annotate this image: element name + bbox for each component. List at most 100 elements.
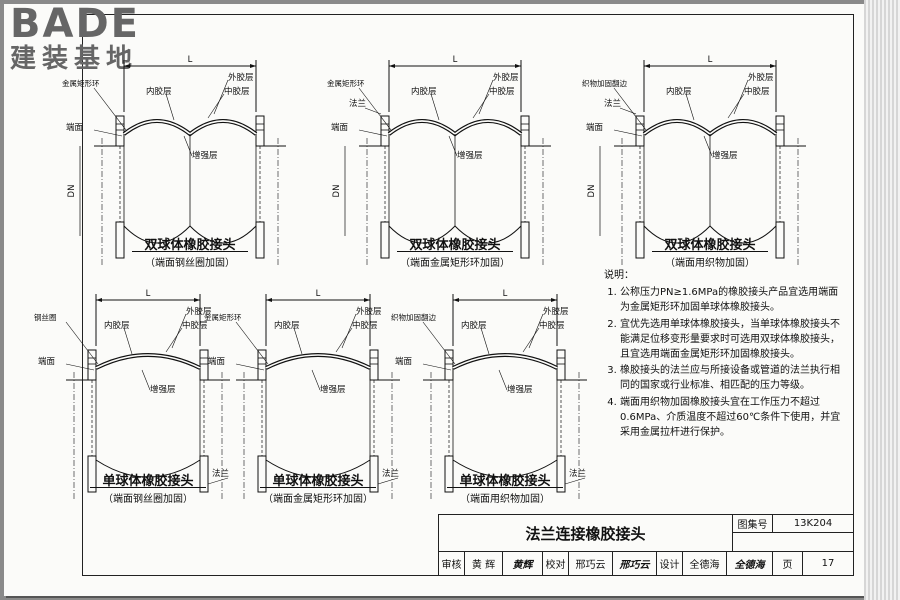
label-outer-layer: 外胶层 — [186, 306, 212, 317]
label-middle-layer: 中胶层 — [539, 320, 565, 331]
page-number: 17 — [821, 558, 835, 569]
label-reinforcement-ring: 金属矩形环 — [62, 78, 100, 88]
label-flange: 法兰 — [569, 468, 586, 479]
label-reinforcement-ring: 金属矩形环 — [204, 312, 242, 322]
label-end-face: 端面 — [586, 122, 604, 133]
label-flange: 法兰 — [212, 468, 229, 479]
design-label: 设计 — [657, 552, 683, 575]
label-outer-layer: 外胶层 — [543, 306, 569, 317]
label-reinforce-layer: 增强层 — [320, 384, 346, 395]
title-underline — [652, 251, 768, 252]
dimension-L: L — [146, 289, 151, 299]
reviewer-signature: 黄辉 — [503, 552, 543, 575]
dimension-L: L — [316, 289, 321, 299]
title-underline — [447, 487, 563, 488]
label-outer-layer: 外胶层 — [228, 72, 254, 83]
label-inner-layer: 内胶层 — [461, 320, 487, 331]
watermark-logo: BADE 建装基地 — [10, 4, 140, 74]
label-reinforce-layer: 增强层 — [192, 150, 218, 161]
atlas-number: 13K204 — [773, 515, 853, 533]
label-reinforcement-ring: 钢丝圈 — [34, 312, 57, 322]
label-flange: 法兰 — [349, 98, 366, 109]
label-reinforcement-ring: 织物加固翻边 — [582, 78, 627, 88]
label-end-face: 端面 — [38, 356, 56, 367]
drawing-title-1: 双球体橡胶接头 — [144, 238, 236, 253]
title-underline — [260, 487, 376, 488]
dimension-L: L — [453, 55, 458, 65]
note-item: 公称压力PN≥1.6MPa的橡胶接头产品宜选用端面为金属矩形环加固单球体橡胶接头… — [620, 285, 844, 315]
dimension-DN: DN — [67, 185, 77, 198]
title-underline — [90, 487, 206, 488]
reviewer-name: 黄 辉 — [465, 552, 503, 575]
title-underline — [397, 251, 513, 252]
label-middle-layer: 中胶层 — [352, 320, 378, 331]
notes-heading: 说明： — [604, 270, 634, 281]
label-reinforcement-ring: 织物加固翻边 — [391, 312, 436, 322]
drawing-subtitle-3: （端面用织物加固） — [665, 258, 755, 269]
logo-text-en: BADE — [10, 1, 140, 47]
drawing-subtitle-1: （端面钢丝圈加固） — [145, 258, 235, 269]
label-reinforce-layer: 增强层 — [150, 384, 176, 395]
label-middle-layer: 中胶层 — [182, 320, 208, 331]
drawing-frame — [82, 14, 854, 576]
label-flange: 法兰 — [382, 468, 399, 479]
drawing-subtitle-2: （端面金属矩形环加固） — [400, 258, 510, 269]
drawing-subtitle-6: （端面用织物加固） — [460, 494, 550, 505]
notes-panel: 说明： 公称压力PN≥1.6MPa的橡胶接头产品宜选用端面为金属矩形环加固单球体… — [604, 268, 844, 441]
title-underline — [132, 251, 248, 252]
label-inner-layer: 内胶层 — [104, 320, 130, 331]
review-label: 审核 — [439, 552, 465, 575]
label-end-face: 端面 — [66, 122, 84, 133]
drawing-title-5: 单球体橡胶接头 — [272, 474, 364, 489]
label-end-face: 端面 — [395, 356, 413, 367]
designer-signature: 全德海 — [727, 552, 773, 575]
check-label: 校对 — [543, 552, 569, 575]
label-middle-layer: 中胶层 — [224, 86, 250, 97]
drawing-title: 法兰连接橡胶接头 — [439, 515, 733, 552]
drawing-title-6: 单球体橡胶接头 — [459, 474, 551, 489]
dimension-DN: DN — [587, 185, 597, 198]
checker-name: 邢巧云 — [569, 552, 613, 575]
label-inner-layer: 内胶层 — [146, 86, 172, 97]
atlas-label: 图集号 — [733, 515, 773, 533]
label-middle-layer: 中胶层 — [744, 86, 770, 97]
dimension-DN: DN — [332, 185, 342, 198]
atlas-blank — [733, 533, 853, 552]
page-stack-edge — [864, 0, 900, 600]
dimension-L: L — [188, 55, 193, 65]
page-label: 页 — [773, 552, 803, 575]
logo-text-cn: 建装基地 — [10, 44, 139, 74]
label-reinforce-layer: 增强层 — [507, 384, 533, 395]
label-end-face: 端面 — [208, 356, 226, 367]
label-reinforce-layer: 增强层 — [457, 150, 483, 161]
dimension-L: L — [503, 289, 508, 299]
drawing-subtitle-4: （端面钢丝圈加固） — [103, 494, 193, 505]
label-outer-layer: 外胶层 — [748, 72, 774, 83]
drawing-title-4: 单球体橡胶接头 — [102, 474, 194, 489]
title-block: 法兰连接橡胶接头 图集号 13K204 审核 黄 辉 黄辉 校对 邢巧云 邢巧云… — [438, 514, 853, 575]
note-item: 橡胶接头的法兰应与所接设备或管道的法兰执行相同的国家或行业标准、相匹配的压力等级… — [620, 363, 844, 393]
checker-signature: 邢巧云 — [613, 552, 657, 575]
drawing-title-2: 双球体橡胶接头 — [409, 238, 501, 253]
label-end-face: 端面 — [331, 122, 349, 133]
label-inner-layer: 内胶层 — [274, 320, 300, 331]
designer-name: 全德海 — [683, 552, 727, 575]
label-inner-layer: 内胶层 — [411, 86, 437, 97]
dimension-L: L — [708, 55, 713, 65]
drawing-title-3: 双球体橡胶接头 — [664, 238, 756, 253]
label-reinforcement-ring: 金属矩形环 — [327, 78, 365, 88]
note-item: 端面用织物加固橡胶接头宜在工作压力不超过0.6MPa、介质温度不超过60℃条件下… — [620, 395, 844, 441]
label-inner-layer: 内胶层 — [666, 86, 692, 97]
drawing-subtitle-5: （端面金属矩形环加固） — [263, 494, 373, 505]
label-flange: 法兰 — [604, 98, 621, 109]
label-reinforce-layer: 增强层 — [712, 150, 738, 161]
label-middle-layer: 中胶层 — [489, 86, 515, 97]
label-outer-layer: 外胶层 — [493, 72, 519, 83]
label-outer-layer: 外胶层 — [356, 306, 382, 317]
